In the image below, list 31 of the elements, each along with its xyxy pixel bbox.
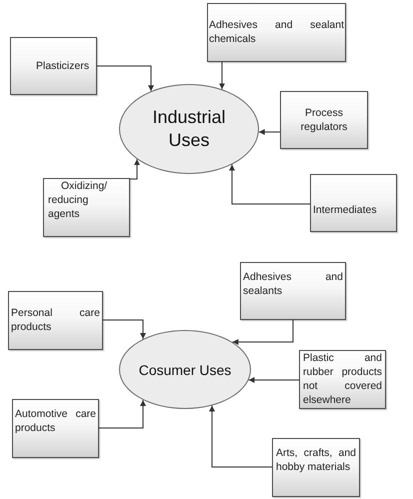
ellipse-title: Cosumer Uses bbox=[138, 360, 232, 378]
box-text: Oxidizing/ reducing agents bbox=[48, 179, 108, 221]
connector-arrow bbox=[98, 400, 146, 428]
use-box bbox=[43, 178, 130, 237]
use-box bbox=[10, 37, 97, 95]
connector-arrow bbox=[232, 320, 294, 345]
connector-arrow bbox=[102, 320, 146, 340]
box-text: Automotive care products bbox=[15, 407, 96, 435]
box-text: Personal care products bbox=[11, 306, 100, 334]
box-text: Intermediates bbox=[313, 203, 378, 217]
connector-arrow bbox=[258, 129, 280, 135]
box-text: Process regulators bbox=[300, 106, 348, 134]
connector-arrow bbox=[219, 62, 225, 90]
connector-arrow bbox=[248, 377, 300, 383]
connector-arrow bbox=[96, 66, 154, 92]
connector-arrow bbox=[130, 158, 140, 180]
box-text: Plasticizers bbox=[36, 59, 90, 73]
use-box bbox=[280, 91, 368, 149]
box-text: Plastic and rubber products not covered elsewhere bbox=[303, 351, 382, 407]
box-text: Adhesives and sealant chemicals bbox=[209, 18, 344, 46]
use-box bbox=[310, 174, 397, 232]
box-text: Arts, crafts, and hobby materials bbox=[276, 446, 356, 474]
connector-arrow bbox=[229, 164, 310, 204]
ellipse-title: Industrial Uses bbox=[151, 106, 227, 152]
use-box bbox=[8, 291, 103, 350]
use-box bbox=[207, 3, 346, 62]
box-text: Adhesives and sealants bbox=[243, 270, 343, 298]
use-box bbox=[240, 262, 346, 320]
connector-arrow bbox=[209, 405, 272, 468]
use-box bbox=[12, 399, 99, 458]
use-box bbox=[272, 438, 360, 497]
